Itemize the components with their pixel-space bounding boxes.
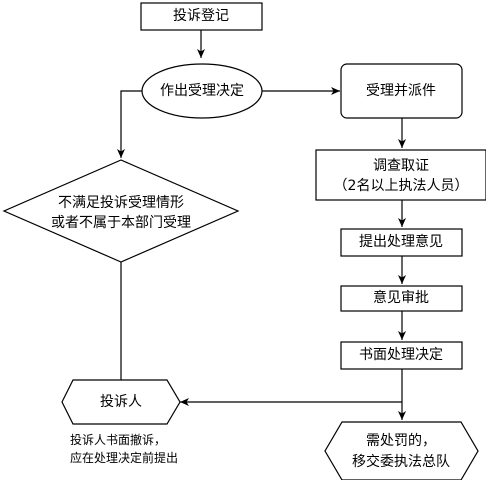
connectors xyxy=(117,30,406,420)
note-line1: 投诉人书面撤诉， xyxy=(70,432,166,447)
complainant-label: 投诉人 xyxy=(100,394,142,410)
decision-ellipse xyxy=(141,63,263,119)
written-decision-label: 书面处理决定 xyxy=(359,347,443,363)
reject-diamond xyxy=(2,159,240,263)
accept-label: 受理并派件 xyxy=(366,83,436,99)
transfer-label-line2: 移交委执法总队 xyxy=(352,453,450,470)
decision-label: 作出受理决定 xyxy=(160,83,244,99)
investigate-box xyxy=(315,149,486,201)
reject-label-line2: 或者不属于本部门受理 xyxy=(51,215,191,231)
arrow-decision-to-reject xyxy=(117,90,142,158)
transfer-hexagon xyxy=(324,421,479,481)
review-box xyxy=(340,285,463,312)
transfer-label-line1: 需处罚的， xyxy=(366,433,436,449)
note-line2: 应在处理决定前提出 xyxy=(70,450,178,465)
review-label: 意见审批 xyxy=(373,289,429,306)
investigate-label-line2: （2名以上执法人员） xyxy=(334,178,469,194)
opinion-label: 提出处理意见 xyxy=(359,233,443,250)
reject-label-line1: 不满足投诉受理情形 xyxy=(58,195,184,211)
register-label: 投诉登记 xyxy=(173,8,229,24)
opinion-box xyxy=(340,228,463,257)
written-decision-box xyxy=(340,341,463,370)
complainant-hexagon xyxy=(61,379,181,425)
register-box xyxy=(140,2,263,31)
investigate-label-line1: 调查取证 xyxy=(373,158,429,174)
accept-box xyxy=(340,63,463,119)
